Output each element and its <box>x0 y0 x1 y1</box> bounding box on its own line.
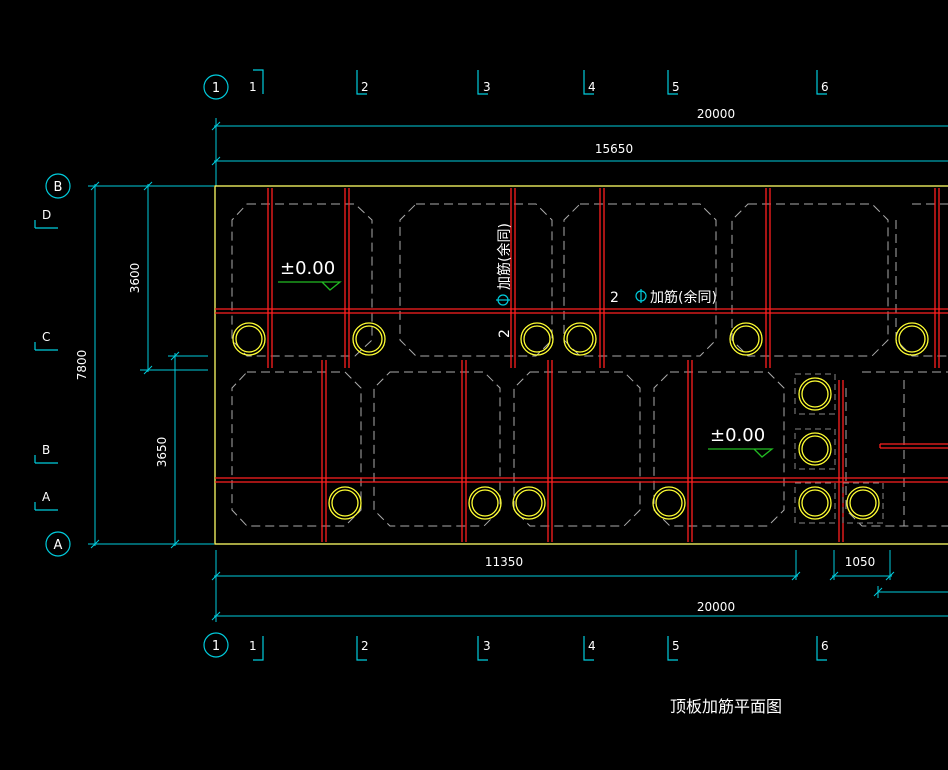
opening-frames <box>794 373 884 524</box>
top-axis-label-5: 5 <box>672 80 680 94</box>
top-axis-label-1: 1 <box>249 80 257 94</box>
rebar-note-vertical: 2 加筋(余同) <box>496 223 513 338</box>
opening <box>729 322 763 356</box>
dim-top-partial: 15650 <box>595 142 633 156</box>
top-axis-ticks <box>253 69 827 95</box>
left-axis-bubble-top-label: B <box>54 180 63 195</box>
left-axis-bubble-bottom[interactable]: A <box>45 531 71 557</box>
top-dimension-lines <box>211 118 948 186</box>
slab-outline[interactable] <box>214 185 948 545</box>
top-axis-label-4: 4 <box>588 80 596 94</box>
left-axis-bubble-bottom-label: A <box>54 538 63 553</box>
rebar-symbol-icon <box>496 294 510 306</box>
opening <box>468 486 502 520</box>
left-axis-bubble-top[interactable]: B <box>45 173 71 199</box>
opening <box>652 486 686 520</box>
rebar-note-vertical-text: 加筋(余同) <box>496 223 513 290</box>
opening <box>798 377 832 411</box>
opening <box>352 322 386 356</box>
bottom-axis-label-1: 1 <box>249 639 257 653</box>
dim-left-total: 7800 <box>75 350 89 381</box>
left-dimension-lines <box>88 181 214 549</box>
bottom-axis-label-4: 4 <box>588 639 596 653</box>
opening <box>846 486 880 520</box>
rebar-note-horizontal-num: 2 <box>610 290 619 306</box>
bottom-axis-ticks <box>253 636 827 661</box>
dim-top-overall: 20000 <box>697 107 735 121</box>
bottom-axis-label-5: 5 <box>672 639 680 653</box>
opening <box>520 322 554 356</box>
elevation-marker-2: ±0.00 <box>708 425 774 458</box>
opening <box>512 486 546 520</box>
top-axis-label-6: 6 <box>821 80 829 94</box>
dim-bottom-small: 1050 <box>845 555 876 569</box>
dim-bottom-overall: 20000 <box>697 600 735 614</box>
top-axis-label-2: 2 <box>361 80 369 94</box>
dashed-wall-outlines <box>231 203 948 527</box>
rebar-lines <box>215 188 948 542</box>
drawing-title: 顶板加筋平面图 <box>670 697 782 716</box>
opening <box>563 322 597 356</box>
left-axis-label-a: A <box>42 490 51 504</box>
elevation-label-1: ±0.00 <box>280 258 335 279</box>
elevation-marker-1: ±0.00 <box>278 258 342 291</box>
dim-left-upper: 3600 <box>128 263 142 294</box>
left-axis-label-d: D <box>42 208 51 222</box>
top-axis-bubble-label: 1 <box>212 81 220 96</box>
rebar-symbol-icon <box>635 289 647 303</box>
rebar-note-vertical-num: 2 <box>497 329 513 338</box>
rebar-note-horizontal-text: 加筋(余同) <box>650 289 717 306</box>
opening <box>798 432 832 466</box>
bottom-axis-bubble-label: 1 <box>212 639 220 654</box>
top-axis-bubble[interactable]: 1 <box>203 74 229 100</box>
opening <box>328 486 362 520</box>
bottom-axis-bubble[interactable]: 1 <box>203 632 229 658</box>
openings <box>232 322 929 520</box>
opening <box>895 322 929 356</box>
elevation-label-2: ±0.00 <box>710 425 765 446</box>
left-axis-label-c: C <box>42 330 50 344</box>
bottom-axis-label-3: 3 <box>483 639 491 653</box>
left-axis-ticks <box>34 220 58 511</box>
bottom-dimension-lines <box>211 550 948 622</box>
rebar-note-horizontal: 2 加筋(余同) <box>610 289 717 306</box>
bottom-axis-label-2: 2 <box>361 639 369 653</box>
opening <box>232 322 266 356</box>
dim-left-lower: 3650 <box>155 437 169 468</box>
left-axis-label-b: B <box>42 443 50 457</box>
opening <box>798 486 832 520</box>
dim-bottom-partial: 11350 <box>485 555 523 569</box>
bottom-axis-label-6: 6 <box>821 639 829 653</box>
top-axis-label-3: 3 <box>483 80 491 94</box>
